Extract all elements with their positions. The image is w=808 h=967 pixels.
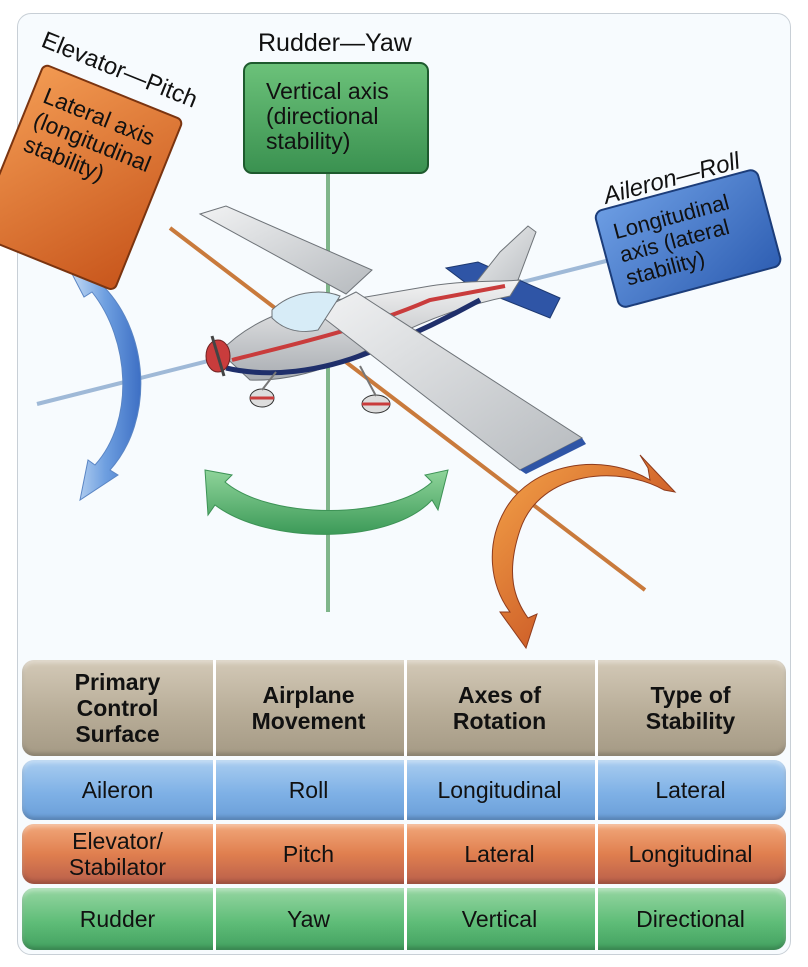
table-cell: Lateral: [404, 824, 595, 884]
table-cell: Roll: [213, 760, 404, 820]
airplane-axes-diagram: Vertical axis (directional stability) Ru…: [0, 27, 782, 650]
vertical-box-line-3: stability): [266, 128, 350, 154]
table-row: Elevator/ Stabilator Pitch Lateral Longi…: [22, 824, 786, 884]
table-cell: Longitudinal: [595, 824, 786, 884]
lateral-axis-box: Lateral axis (longitudinal stability): [0, 64, 183, 290]
header-axes-of-rotation: Axes of Rotation: [404, 660, 595, 756]
vertical-axis-box: Vertical axis (directional stability): [243, 62, 429, 174]
header-type-of-stability: Type of Stability: [595, 660, 786, 756]
vertical-box-line-2: (directional: [266, 103, 379, 129]
table-cell: Directional: [595, 888, 786, 950]
table-row: Aileron Roll Longitudinal Lateral: [22, 760, 786, 820]
pitch-arrow: [491, 454, 677, 650]
header-primary-control-surface: Primary Control Surface: [74, 669, 161, 747]
table-cell: Vertical: [404, 888, 595, 950]
header-airplane-movement: Airplane Movement: [213, 660, 404, 756]
airplane-illustration: [198, 205, 586, 474]
vertical-box-line-1: Vertical axis: [266, 78, 389, 104]
table-header-row: Primary Control Surface Airplane Movemen…: [22, 660, 786, 756]
roll-arrow: [69, 269, 142, 502]
table-cell: Yaw: [213, 888, 404, 950]
table-cell: Elevator/ Stabilator: [68, 828, 167, 880]
table-cell: Longitudinal: [404, 760, 595, 820]
table-cell: Lateral: [595, 760, 786, 820]
table-cell: Rudder: [79, 906, 156, 932]
table-cell: Aileron: [81, 777, 154, 803]
control-surface-table: Primary Control Surface Airplane Movemen…: [22, 660, 786, 954]
table-row: Rudder Yaw Vertical Directional: [22, 888, 786, 950]
table-cell: Pitch: [213, 824, 404, 884]
yaw-arrow: [204, 469, 449, 535]
lateral-axis-line: [168, 226, 647, 592]
rudder-yaw-title: Rudder—Yaw: [258, 29, 413, 57]
longitudinal-axis-box: Longitudinal axis (lateral stability): [594, 169, 782, 308]
